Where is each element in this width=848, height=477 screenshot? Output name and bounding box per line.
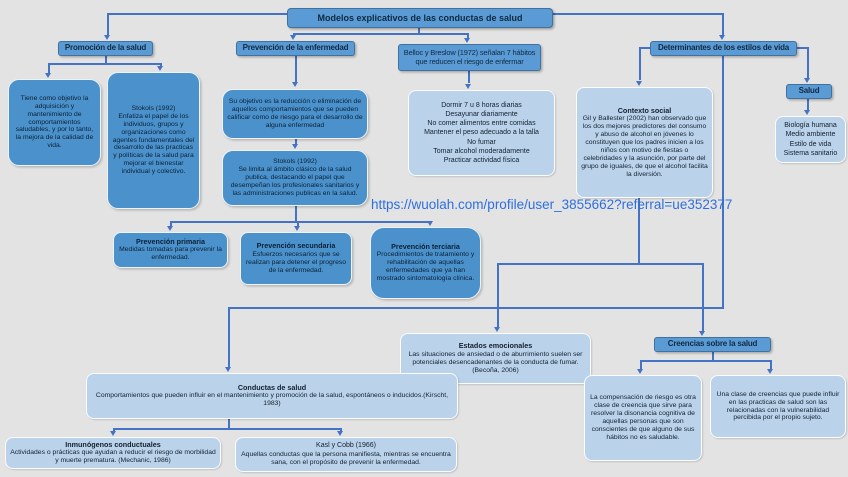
connector-line	[113, 428, 115, 432]
connector-line	[497, 263, 499, 327]
node-title-text: Prevención secundaria	[256, 241, 336, 251]
node-title-text: Prevención terciaria	[391, 241, 460, 251]
connector-line	[170, 221, 431, 223]
arrowhead-down	[465, 84, 471, 89]
arrowhead-down	[110, 431, 116, 436]
connector-line	[107, 13, 109, 36]
connector-line	[228, 419, 230, 429]
arrowhead-down	[157, 66, 163, 71]
arrowhead-down	[294, 226, 300, 231]
connector-line	[640, 360, 642, 369]
node-title-text: Prevención primaria	[135, 236, 206, 246]
arrowhead-down	[494, 327, 500, 332]
arrowhead-down	[104, 35, 110, 40]
url-watermark-link[interactable]: https://wuolah.com/profile/user_3855662?…	[371, 197, 733, 212]
connector-line	[228, 307, 230, 368]
node-title: Modelos explicativos de las conductas de…	[287, 8, 553, 28]
arrowhead-down	[719, 35, 725, 40]
node-promocion-stokols: Stokols (1992) Enfatiza el papel de los …	[107, 72, 200, 209]
connector-line	[640, 360, 771, 362]
node-promocion-header: Promoción de la salud	[58, 41, 153, 56]
arrowhead-down	[337, 431, 343, 436]
connector-line	[468, 70, 470, 83]
arrowhead-down	[292, 144, 298, 149]
node-prevencion-objetivo: Su objetivo es la reducción o eliminació…	[222, 89, 368, 139]
arrowhead-down	[699, 331, 705, 336]
connector-line	[295, 55, 297, 83]
connector-line	[113, 428, 341, 430]
connector-line	[638, 198, 640, 264]
connector-line	[807, 98, 809, 111]
arrowhead-down	[45, 73, 51, 78]
connector-line	[807, 47, 809, 78]
node-body-text: Medidas tomadas para prevenir la enferme…	[119, 246, 222, 262]
connector-line	[293, 33, 469, 35]
node-title-text: Inmunógenos conductuales	[65, 439, 161, 449]
node-prevencion-primaria: Prevención primaria Medidas tomadas para…	[113, 232, 228, 268]
connector-line	[712, 351, 714, 361]
node-determinantes-header: Determinantes de los estilos de vida	[650, 41, 797, 56]
arrowhead-down	[167, 226, 173, 231]
connector-line	[105, 55, 107, 64]
arrowhead-down	[292, 82, 298, 87]
connector-line	[639, 47, 651, 49]
node-prevencion-secundaria: Prevención secundaria Esfuerzos necesari…	[240, 232, 352, 285]
node-body-text: Actividades o prácticas que ayudan a red…	[10, 449, 216, 465]
node-body-text: Comportamientos que pueden influir en el…	[95, 392, 449, 408]
connector-line	[160, 63, 162, 67]
arrowhead-down	[427, 221, 433, 226]
connector-line	[722, 13, 724, 36]
node-title-text: Estados emocionales	[458, 341, 533, 351]
node-salud-determinantes: Biología humana Medio ambiente Estilo de…	[775, 116, 846, 163]
node-title-text: Contexto social	[617, 105, 672, 115]
node-prevencion-stokols: Stokols (1992) Se limita al ámbito clási…	[222, 150, 368, 206]
arrowhead-down	[225, 367, 231, 372]
connector-line	[295, 205, 297, 222]
node-prevencion-header: Prevención de la enfermedad	[236, 41, 355, 56]
node-creencia-vulnerabilidad: Una clase de creencias que puede influir…	[710, 375, 846, 438]
arrowhead-down	[636, 81, 642, 86]
node-body-text: Aquellas conductas que la persona manifi…	[241, 450, 451, 466]
connector-line	[48, 63, 161, 65]
node-prevencion-terciaria: Prevención terciaria Procedimientos de t…	[370, 227, 481, 299]
connector-line	[770, 360, 772, 369]
node-kasl-cobb: Kasl y Cobb (1966) Aquellas conductas qu…	[235, 437, 457, 472]
node-inmunogenos-conductuales: Inmunógenos conductuales Actividades o p…	[5, 437, 221, 469]
arrowhead-down	[804, 110, 810, 115]
connector-line	[702, 263, 704, 331]
node-promocion-objetivo: Tiene como objetivo la adquisición y man…	[8, 79, 101, 166]
node-body-text: Las situaciones de ansiedad o de aburrim…	[408, 350, 583, 374]
node-title-text: Conductas de salud	[237, 382, 307, 392]
node-contexto-social: Contexto social Gil y Ballester (2002) h…	[576, 87, 713, 198]
node-body-text: Esfuerzos necesarios que se realizan par…	[245, 250, 347, 274]
connector-line	[418, 27, 420, 34]
node-title-text: Kasl y Cobb (1966)	[316, 442, 376, 450]
connector-line	[497, 263, 704, 265]
arrowhead-down	[804, 78, 810, 83]
node-belloc-header: Belloc y Breslow (1972) señalan 7 hábito…	[398, 44, 541, 71]
connector-line	[553, 13, 723, 15]
node-conductas-salud: Conductas de salud Comportamientos que p…	[86, 373, 458, 419]
node-belloc-habitos: Dormir 7 u 8 horas diarias Desayunar dia…	[408, 90, 555, 176]
node-salud-header: Salud	[786, 84, 832, 99]
connector-line	[796, 47, 809, 49]
node-creencia-compensacion: La compensación de riesgo es otra clase …	[584, 375, 702, 461]
connector-line	[297, 221, 299, 227]
arrowhead-down	[767, 369, 773, 374]
arrowhead-down	[637, 369, 643, 374]
connector-line	[228, 307, 724, 309]
node-body-text: Procedimientos de tratamiento y rehabili…	[376, 251, 475, 283]
connector-line	[467, 33, 469, 39]
connector-line	[48, 63, 50, 74]
node-creencias-header: Creencias sobre la salud	[654, 337, 771, 352]
node-body-text: Gil y Ballester (2002) han observado que…	[581, 114, 708, 178]
connector-line	[295, 139, 297, 145]
connector-line	[722, 55, 724, 308]
arrowhead-down	[464, 38, 470, 43]
connector-line	[170, 221, 172, 227]
connector-line	[340, 428, 342, 432]
arrowhead-down	[290, 35, 296, 40]
connector-line	[107, 13, 288, 15]
connector-line	[639, 47, 641, 80]
